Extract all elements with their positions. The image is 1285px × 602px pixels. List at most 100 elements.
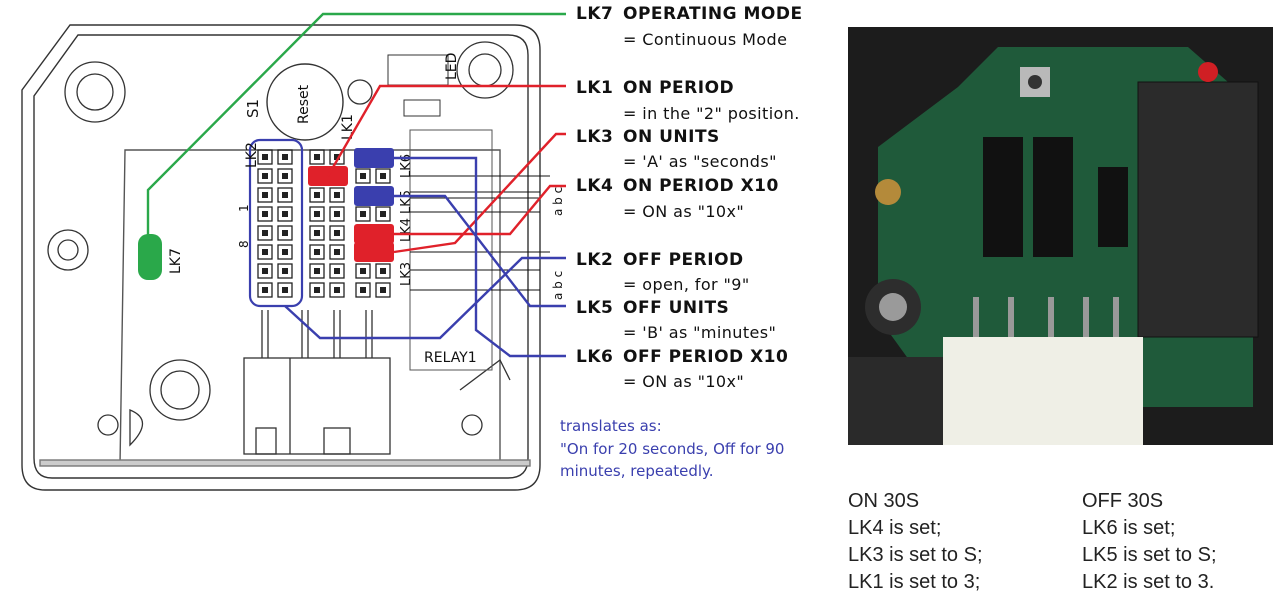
header-pin bbox=[277, 263, 293, 279]
summary-off-line: LK2 is set to 3. bbox=[1082, 571, 1215, 593]
header-pin bbox=[277, 282, 293, 298]
board-photo bbox=[848, 27, 1273, 445]
summary-off-line: OFF 30S bbox=[1082, 490, 1164, 512]
range-bottom-label: 8 bbox=[237, 240, 251, 248]
header-pin-core bbox=[334, 287, 340, 293]
summary-on: ON 30S LK4 is set; LK3 is set to S; LK1 … bbox=[848, 488, 983, 596]
range-top-label: 1 bbox=[237, 204, 251, 212]
header-pin-core bbox=[282, 154, 288, 160]
header-pin bbox=[329, 225, 345, 241]
header-pin bbox=[329, 244, 345, 260]
header-pin bbox=[355, 168, 371, 184]
header-pin-core bbox=[380, 211, 386, 217]
header-pin-core bbox=[334, 192, 340, 198]
header-pin bbox=[257, 149, 273, 165]
callout-lk4-detail: = ON as "10x" bbox=[623, 202, 745, 221]
header-pin bbox=[257, 187, 273, 203]
callout-lk3-detail: = 'A' as "seconds" bbox=[623, 152, 777, 171]
header-pin-core bbox=[282, 230, 288, 236]
header-pin bbox=[277, 244, 293, 260]
header-pin-core bbox=[314, 192, 320, 198]
header-pin bbox=[257, 263, 273, 279]
lk7-jumper bbox=[138, 234, 162, 280]
header-pin bbox=[375, 282, 391, 298]
s1-label: S1 bbox=[244, 99, 262, 118]
header-pin-core bbox=[334, 230, 340, 236]
callout-lk5-id: LK5 bbox=[576, 298, 614, 318]
callout-lk5-title: OFF UNITS bbox=[623, 298, 730, 318]
led-outline bbox=[387, 54, 449, 86]
header-pin-core bbox=[314, 211, 320, 217]
header-pin-core bbox=[314, 154, 320, 160]
header-pin bbox=[375, 263, 391, 279]
lk7-board-label: LK7 bbox=[168, 248, 184, 274]
lk2-highlight bbox=[248, 138, 304, 308]
header-pin-core bbox=[282, 211, 288, 217]
lk4-board-label: LK4 bbox=[399, 218, 414, 242]
lk1-board-label: LK1 bbox=[340, 114, 356, 140]
header-pin-core bbox=[380, 173, 386, 179]
header-pin-core bbox=[282, 173, 288, 179]
header-pin bbox=[309, 244, 325, 260]
header-pin-core bbox=[262, 154, 268, 160]
summary-off-line: LK5 is set to S; bbox=[1082, 544, 1217, 566]
header-pin-core bbox=[360, 173, 366, 179]
header-pin bbox=[375, 168, 391, 184]
translation-line-2: "On for 20 seconds, Off for 90 bbox=[560, 440, 785, 458]
header-pin bbox=[309, 263, 325, 279]
callout-lk3-id: LK3 bbox=[576, 127, 614, 147]
summary-on-line: LK4 is set; bbox=[848, 517, 942, 539]
header-pin-core bbox=[262, 211, 268, 217]
lk6-jumper bbox=[354, 148, 394, 168]
header-pin-core bbox=[360, 268, 366, 274]
callout-lk3-title: ON UNITS bbox=[623, 127, 720, 147]
callout-lines bbox=[146, 12, 566, 358]
header-pin-core bbox=[380, 268, 386, 274]
summary-off-line: LK6 is set; bbox=[1082, 517, 1176, 539]
translation-line-3: minutes, repeatedly. bbox=[560, 462, 714, 480]
led-pad bbox=[403, 99, 441, 117]
header-pin-core bbox=[262, 287, 268, 293]
callout-lk2-title: OFF PERIOD bbox=[623, 250, 744, 270]
header-pin-core bbox=[282, 192, 288, 198]
callout-lk1-title: ON PERIOD bbox=[623, 78, 735, 98]
callout-lk6-id: LK6 bbox=[576, 347, 614, 367]
header-pin-core bbox=[262, 249, 268, 255]
header-pin-core bbox=[334, 268, 340, 274]
header-pin-core bbox=[282, 287, 288, 293]
header-pin-core bbox=[380, 287, 386, 293]
summary-on-line: ON 30S bbox=[848, 490, 920, 512]
header-pin-core bbox=[360, 287, 366, 293]
header-pin bbox=[355, 282, 371, 298]
lk5-board-label: LK5 bbox=[399, 190, 414, 214]
header-pin bbox=[257, 206, 273, 222]
screw-holes bbox=[47, 41, 514, 447]
header-pin bbox=[257, 282, 273, 298]
callout-lk1-id: LK1 bbox=[576, 78, 614, 98]
lk3-jumper bbox=[354, 242, 394, 262]
callout-lk1-detail: = in the "2" position. bbox=[623, 104, 800, 123]
header-pin-core bbox=[262, 230, 268, 236]
header-pin-core bbox=[334, 249, 340, 255]
header-pin-core bbox=[314, 230, 320, 236]
header-pin-core bbox=[282, 249, 288, 255]
callout-lk4-title: ON PERIOD X10 bbox=[623, 176, 779, 196]
callout-lk7-title: OPERATING MODE bbox=[623, 4, 803, 24]
header-pin bbox=[257, 168, 273, 184]
connector bbox=[243, 310, 391, 455]
header-pin bbox=[277, 168, 293, 184]
header-pin bbox=[309, 187, 325, 203]
callout-lk2-detail: = open, for "9" bbox=[623, 275, 750, 294]
header-pin-core bbox=[334, 154, 340, 160]
lk2-board-label: LK2 bbox=[244, 142, 260, 168]
summary-off: OFF 30S LK6 is set; LK5 is set to S; LK2… bbox=[1082, 488, 1217, 596]
header-pin bbox=[329, 187, 345, 203]
header-pin-core bbox=[262, 173, 268, 179]
abc-bottom: a b c bbox=[551, 271, 565, 300]
header-pin bbox=[277, 225, 293, 241]
header-pin bbox=[257, 244, 273, 260]
callout-lk4-id: LK4 bbox=[576, 176, 614, 196]
header-pin-core bbox=[282, 268, 288, 274]
header-pin bbox=[375, 206, 391, 222]
lk5-jumper bbox=[354, 186, 394, 206]
